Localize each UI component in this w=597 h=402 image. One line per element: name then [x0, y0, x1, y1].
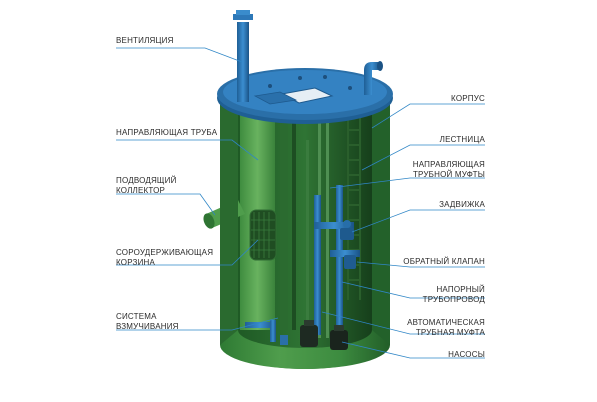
label-agitation-line2: ВЗМУЧИВАНИЯ	[116, 322, 179, 331]
label-pressure-pipe-line1: НАПОРНЫЙ	[436, 285, 485, 294]
label-ladder: ЛЕСТНИЦА	[440, 135, 485, 145]
label-auto-coupling-line1: АВТОМАТИЧЕСКАЯ	[407, 318, 485, 327]
label-inlet-collector: ПОДВОДЯЩИЙ КОЛЛЕКТОР	[116, 176, 177, 196]
label-auto-coupling-line2: ТРУБНАЯ МУФТА	[415, 328, 485, 337]
label-housing: КОРПУС	[451, 94, 485, 104]
gate-valve	[340, 228, 354, 240]
label-agitation-system: СИСТЕМА ВЗМУЧИВАНИЯ	[116, 312, 179, 332]
label-pressure-pipe-line2: ТРУБОПРОВОД	[422, 295, 485, 304]
label-agitation-line1: СИСТЕМА	[116, 312, 157, 321]
label-ventilation-text: ВЕНТИЛЯЦИЯ	[116, 36, 174, 45]
label-ventilation: ВЕНТИЛЯЦИЯ	[116, 36, 174, 46]
ventilation-pipe	[237, 22, 249, 102]
label-guide-coupling-line2: ТРУБНОЙ МУФТЫ	[412, 170, 485, 179]
pump-2	[330, 330, 348, 350]
check-valve	[344, 255, 356, 269]
label-guide-coupling: НАПРАВЛЯЮЩАЯ ТРУБНОЙ МУФТЫ	[413, 160, 485, 180]
pressure-pipe-1	[314, 195, 321, 335]
label-check-valve: ОБРАТНЫЙ КЛАПАН	[403, 257, 485, 267]
label-inlet-collector-line1: ПОДВОДЯЩИЙ	[116, 176, 177, 185]
label-ladder-text: ЛЕСТНИЦА	[439, 135, 485, 144]
label-debris-basket: СОРОУДЕРЖИВАЮЩАЯ КОРЗИНА	[116, 248, 213, 268]
label-pumps-text: НАСОСЫ	[448, 350, 485, 359]
label-pressure-pipe: НАПОРНЫЙ ТРУБОПРОВОД	[423, 285, 485, 305]
label-pumps: НАСОСЫ	[448, 350, 485, 360]
lid-elbow-pipe	[364, 62, 380, 95]
pump-1	[300, 325, 318, 347]
agitation-pipe	[245, 322, 275, 328]
label-debris-basket-line1: СОРОУДЕРЖИВАЮЩАЯ	[116, 248, 214, 257]
label-inlet-collector-line2: КОЛЛЕКТОР	[116, 186, 166, 195]
label-housing-text: КОРПУС	[451, 94, 485, 103]
leader-lines	[116, 47, 485, 359]
label-gate-valve-text: ЗАДВИЖКА	[439, 200, 485, 209]
label-gate-valve: ЗАДВИЖКА	[439, 200, 485, 210]
label-guide-pipe-text: НАПРАВЛЯЮЩАЯ ТРУБА	[116, 128, 218, 137]
label-guide-pipe: НАПРАВЛЯЮЩАЯ ТРУБА	[116, 128, 217, 138]
debris-basket	[249, 209, 277, 261]
label-check-valve-text: ОБРАТНЫЙ КЛАПАН	[403, 257, 485, 266]
label-debris-basket-line2: КОРЗИНА	[116, 258, 156, 267]
label-guide-coupling-line1: НАПРАВЛЯЮЩАЯ	[412, 160, 485, 169]
pressure-pipe-2	[336, 185, 343, 335]
label-auto-coupling: АВТОМАТИЧЕСКАЯ ТРУБНАЯ МУФТА	[407, 318, 485, 338]
